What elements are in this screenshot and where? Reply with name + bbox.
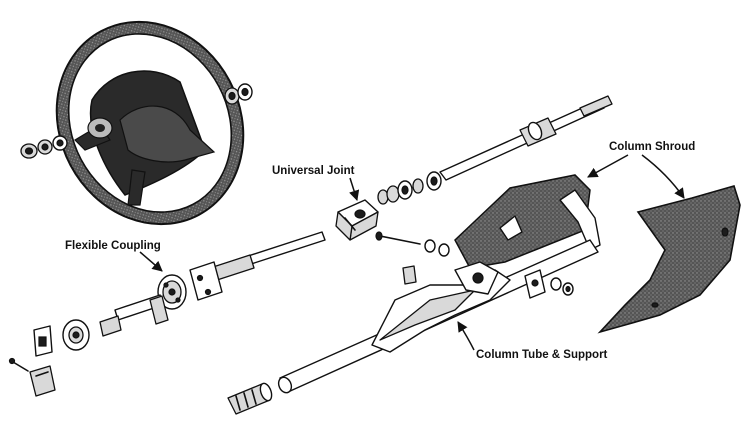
steering-wheel [55, 20, 245, 226]
column-support-bracket [524, 269, 574, 299]
horn-cap-washers [224, 83, 253, 105]
column-shroud-leader-a [587, 154, 629, 178]
column-shroud-part [597, 185, 741, 334]
universal-joint-leader [349, 177, 360, 202]
column-tube-support-leader [457, 321, 475, 351]
column-tube-support-label: Column Tube & Support [476, 349, 608, 361]
column-shroud-leader-b [641, 154, 685, 199]
column-tube-support-part [277, 174, 601, 394]
column-clip [402, 265, 417, 285]
column-end-boot [227, 382, 273, 415]
intermediate-shaft [204, 231, 326, 282]
column-shroud-label: Column Shroud [609, 141, 695, 153]
universal-joint-part [335, 199, 379, 241]
universal-joint-label: Universal Joint [272, 165, 355, 177]
flexible-coupling-label: Flexible Coupling [65, 240, 161, 252]
upper-steering-shaft [439, 95, 613, 181]
flexible-coupling-part [62, 261, 223, 351]
bearing-washer-set [377, 171, 442, 205]
column-mounting-bolt [375, 231, 450, 257]
flexible-coupling-leader [139, 251, 163, 272]
wheel-nut-washers [20, 135, 68, 159]
coupling-clamp-parts [8, 325, 56, 397]
